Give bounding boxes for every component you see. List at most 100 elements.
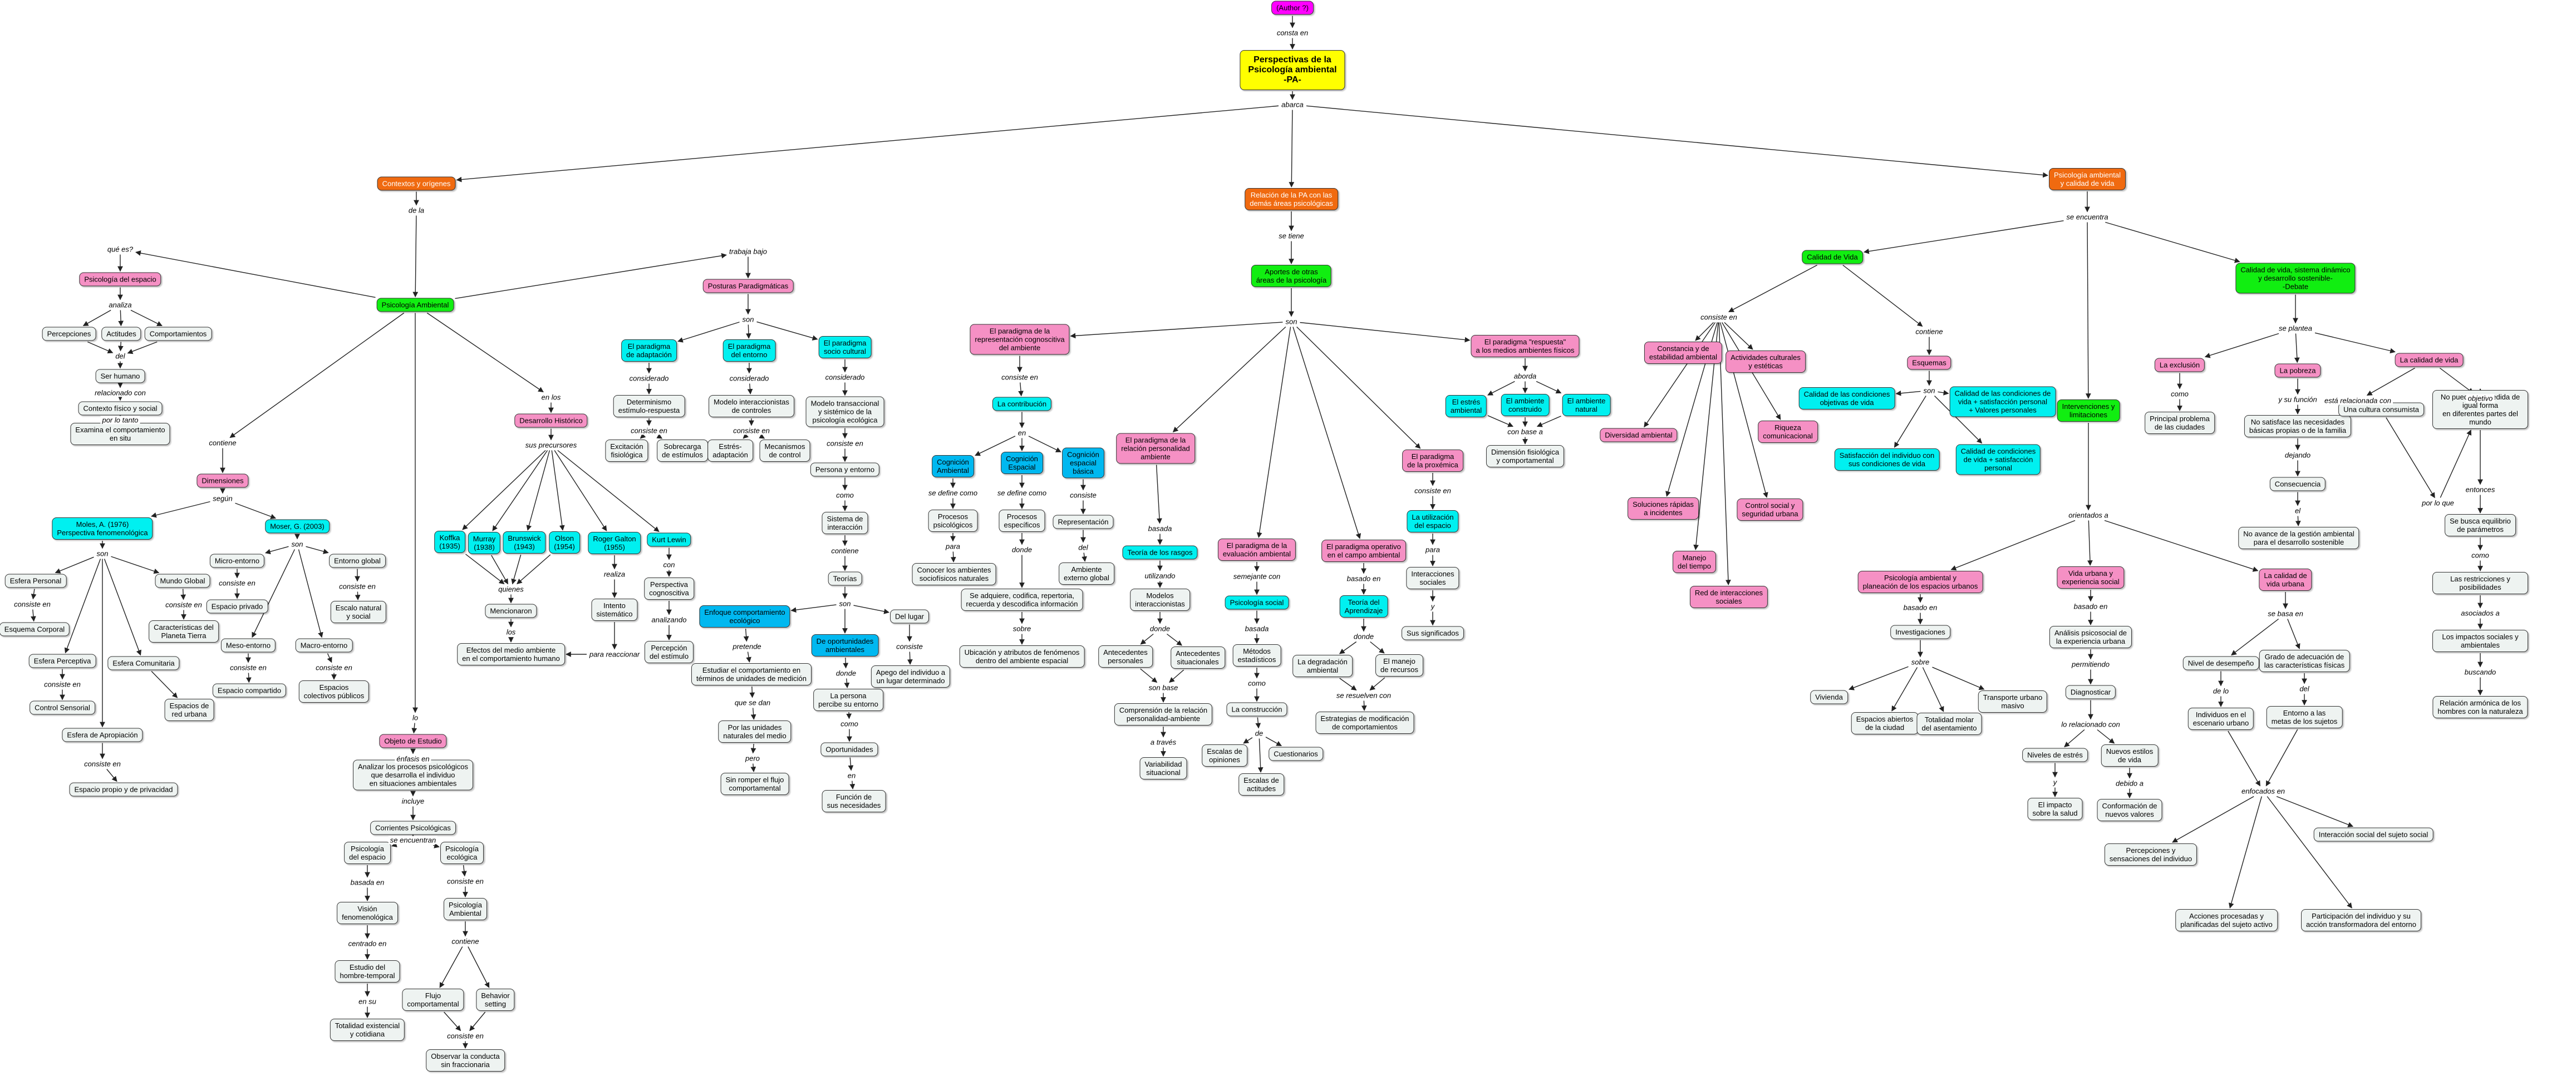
- concept-node-examina[interactable]: Examina el comportamiento en situ: [70, 423, 170, 445]
- concept-node-niveles-estres[interactable]: Niveles de estrés: [2022, 748, 2088, 762]
- concept-node-analizar[interactable]: Analizar los procesos psicológicos que d…: [353, 759, 473, 791]
- concept-node-del-lugar[interactable]: Del lugar: [889, 609, 930, 624]
- concept-node-conocer[interactable]: Conocer los ambientes sociofísicos natur…: [912, 563, 996, 585]
- concept-node-conformacion[interactable]: Conformación de nuevos valores: [2097, 799, 2162, 821]
- concept-node-flujo[interactable]: Flujo comportamental: [402, 989, 464, 1011]
- concept-node-perspectiva-cog[interactable]: Perspectiva cognoscitiva: [644, 578, 694, 600]
- concept-node-percepcion-estimulo[interactable]: Percepción del estímulo: [644, 641, 694, 663]
- concept-node-psic-ambiental2[interactable]: Psicología Ambiental: [444, 898, 487, 920]
- concept-node-kurt-lewin[interactable]: Kurt Lewin: [647, 532, 691, 547]
- concept-node-la-exclusion[interactable]: La exclusión: [2154, 358, 2205, 372]
- concept-node-efectos[interactable]: Efectos del medio ambiente en el comport…: [457, 643, 565, 665]
- concept-node-autor[interactable]: (Author ?): [1271, 1, 1314, 15]
- concept-node-persona-entorno[interactable]: Persona y entorno: [810, 462, 880, 477]
- concept-node-nuevos-estilos[interactable]: Nuevos estilos de vida: [2101, 744, 2159, 767]
- concept-node-no-puede[interactable]: No puede ser medida de igual forma en di…: [2432, 390, 2528, 429]
- concept-node-estres-ambiental[interactable]: El estrés ambiental: [1445, 395, 1487, 417]
- concept-node-se-adquiere[interactable]: Se adquiere, codifica, repertoria, recue…: [961, 589, 1083, 611]
- concept-node-par-operativo[interactable]: El paradigma operativo en el campo ambie…: [1321, 540, 1406, 562]
- concept-node-sus-significados[interactable]: Sus significados: [1402, 626, 1464, 640]
- concept-node-esfera-perceptiva[interactable]: Esfera Perceptiva: [28, 654, 96, 668]
- concept-node-interaccion-social[interactable]: Interacción social del sujeto social: [2313, 827, 2434, 842]
- concept-node-mencionaron[interactable]: Mencionaron: [485, 604, 537, 618]
- concept-node-posturas[interactable]: Posturas Paradigmáticas: [702, 279, 794, 293]
- concept-node-mecanismos[interactable]: Mecanismos de control: [759, 440, 810, 462]
- concept-node-totalidad-molar[interactable]: Totalidad molar del asentamiento: [1916, 713, 1982, 735]
- concept-node-vision-fenom[interactable]: Visión fenomenológica: [337, 902, 398, 924]
- concept-node-psicamb-cal[interactable]: Psicología ambiental y calidad de vida: [2049, 168, 2126, 190]
- concept-node-espacio-compartido[interactable]: Espacio compartido: [212, 683, 287, 698]
- concept-node-procesos-psic[interactable]: Procesos psicológicos: [928, 510, 978, 532]
- concept-node-comprension[interactable]: Comprensión de la relación personalidad-…: [1114, 703, 1213, 725]
- concept-node-actividades-cult[interactable]: Actividades culturales y estéticas: [1725, 351, 1806, 373]
- concept-node-antecedentes-sit[interactable]: Antecedentes situacionales: [1171, 646, 1225, 669]
- concept-node-diversidad[interactable]: Diversidad ambiental: [1600, 428, 1678, 442]
- concept-node-ubicacion[interactable]: Ubicación y atributos de fenómenos dentr…: [959, 645, 1085, 668]
- concept-node-transporte[interactable]: Transporte urbano masivo: [1978, 690, 2048, 713]
- concept-node-soluciones[interactable]: Soluciones rápidas a incidentes: [1628, 497, 1699, 520]
- concept-node-contexto-fisico[interactable]: Contexto físico y social: [78, 401, 163, 416]
- concept-node-representacion[interactable]: Representación: [1053, 515, 1114, 529]
- concept-node-escalo-natural[interactable]: Escalo natural y social: [330, 601, 387, 623]
- concept-node-apego[interactable]: Apego del individuo a un lugar determina…: [871, 665, 951, 688]
- concept-node-utilizacion-espacio[interactable]: La utilización del espacio: [1407, 510, 1459, 532]
- concept-node-modelos-inter[interactable]: Modelo interaccionistas de controles: [709, 395, 794, 417]
- concept-node-behavior[interactable]: Behavior setting: [476, 989, 515, 1011]
- concept-node-impacto-salud[interactable]: El impacto sobre la salud: [2027, 798, 2083, 820]
- concept-node-procesos-esp[interactable]: Procesos específicos: [999, 510, 1045, 532]
- concept-node-meso-entorno[interactable]: Meso-entorno: [220, 638, 276, 653]
- concept-node-moles1976[interactable]: Moles, A. (1976) Perspectiva fenomenológ…: [52, 517, 153, 540]
- concept-node-esquemas[interactable]: Esquemas: [1907, 356, 1951, 370]
- concept-node-construccion[interactable]: La construcción: [1226, 702, 1287, 717]
- concept-node-vivienda[interactable]: Vivienda: [1810, 690, 1848, 704]
- concept-node-contribucion[interactable]: La contribución: [992, 397, 1052, 411]
- concept-node-no-satisface[interactable]: No satisface las necesidades básicas pro…: [2244, 415, 2352, 437]
- concept-node-par-personalidad[interactable]: El paradigma de la relación personalidad…: [1116, 433, 1195, 464]
- concept-node-psic-planeacion[interactable]: Psicología ambiental y planeación de los…: [1857, 571, 1983, 593]
- concept-node-psic-espacio2[interactable]: Psicología del espacio: [344, 842, 391, 864]
- concept-node-observar[interactable]: Observar la conducta sin fraccionaria: [426, 1049, 505, 1072]
- concept-node-moser[interactable]: Moser, G. (2003): [265, 519, 330, 534]
- concept-node-cog-espacial[interactable]: Cognición Espacial: [1001, 452, 1043, 474]
- concept-node-entorno-metas[interactable]: Entorno a las metas de los sujetos: [2266, 706, 2343, 728]
- concept-node-analisis-psico[interactable]: Análisis psicosocial de la experiencia u…: [2049, 626, 2132, 648]
- concept-node-par-respuesta[interactable]: El paradigma "respuesta" a los medios am…: [1471, 335, 1580, 357]
- concept-node-percepciones[interactable]: Percepciones: [42, 327, 96, 341]
- concept-node-sin-romper[interactable]: Sin romper el flujo comportamental: [720, 773, 789, 795]
- concept-node-estudio-hombre[interactable]: Estudio del hombre-temporal: [335, 960, 400, 983]
- concept-node-aportes[interactable]: Aportes de otras áreas de la psicología: [1251, 265, 1332, 287]
- concept-node-calidad-objetivas[interactable]: Calidad de las condiciones objetivas de …: [1798, 387, 1895, 409]
- concept-node-ser-humano[interactable]: Ser humano: [95, 369, 145, 383]
- concept-node-totalidad[interactable]: Totalidad existencial y cotidiana: [330, 1019, 405, 1041]
- concept-node-esquema-corporal[interactable]: Esquema Corporal: [0, 622, 70, 636]
- concept-node-objeto-estudio[interactable]: Objeto de Estudio: [379, 734, 447, 748]
- concept-node-enfoque-comp[interactable]: Enfoque comportamiento ecológico: [699, 605, 790, 628]
- concept-node-la-persona[interactable]: La persona percibe su entorno: [813, 689, 883, 711]
- concept-node-murray[interactable]: Murray (1938): [468, 532, 501, 554]
- concept-node-espacios-colectivos[interactable]: Espacios colectivos públicos: [298, 680, 370, 703]
- concept-node-escalas-opiniones[interactable]: Escalas de opiniones: [1202, 744, 1247, 767]
- concept-node-excitacion[interactable]: Excitación fisiológica: [605, 440, 648, 462]
- concept-node-cog-espacial-basica[interactable]: Cognición espacial básica: [1062, 447, 1104, 478]
- concept-node-diagnosticar[interactable]: Diagnosticar: [2065, 685, 2116, 699]
- concept-node-la-calidad-vida[interactable]: La calidad de vida: [2395, 353, 2464, 367]
- concept-node-por-unidades[interactable]: Por las unidades naturales del medio: [718, 720, 792, 743]
- concept-node-funcion[interactable]: Función de sus necesidades: [822, 790, 886, 812]
- concept-node-participacion[interactable]: Participación del individuo y su acción …: [2300, 909, 2422, 931]
- concept-node-dimension-fisiol[interactable]: Dimensión fisiológica y comportamental: [1486, 445, 1565, 467]
- concept-node-determinismo[interactable]: Determinismo estímulo-respuesta: [613, 395, 685, 417]
- concept-node-actitudes[interactable]: Actitudes: [101, 327, 141, 341]
- concept-node-principal-problema[interactable]: Principal problema de las ciudades: [2145, 412, 2215, 434]
- concept-node-cuestionarios[interactable]: Cuestionarios: [1269, 747, 1323, 761]
- concept-node-ambiente-externo[interactable]: Ambiente externo global: [1059, 562, 1114, 585]
- concept-node-espacio-propio[interactable]: Espacio propio y de privacidad: [69, 782, 178, 797]
- concept-node-individuo-escenario[interactable]: Individuos en el escenario urbano: [2187, 708, 2254, 730]
- concept-node-percepciones-sens[interactable]: Percepciones y sensaciones del individuo: [2104, 843, 2198, 866]
- concept-node-consecuencia[interactable]: Consecuencia: [2269, 477, 2326, 491]
- concept-node-esfera-comunitaria[interactable]: Esfera Comunitaria: [107, 656, 180, 670]
- concept-node-titulo[interactable]: Perspectivas de la Psicología ambiental …: [1240, 50, 1345, 90]
- concept-node-nivel-desempeno[interactable]: Nivel de desempeño: [2182, 656, 2259, 670]
- concept-node-corrientes[interactable]: Corrientes Psicológicas: [370, 821, 456, 835]
- concept-node-estudiar-comp[interactable]: Estudiar el comportamiento en términos d…: [691, 663, 812, 685]
- concept-node-modelos-interacc[interactable]: Modelos interaccionistas: [1130, 589, 1190, 611]
